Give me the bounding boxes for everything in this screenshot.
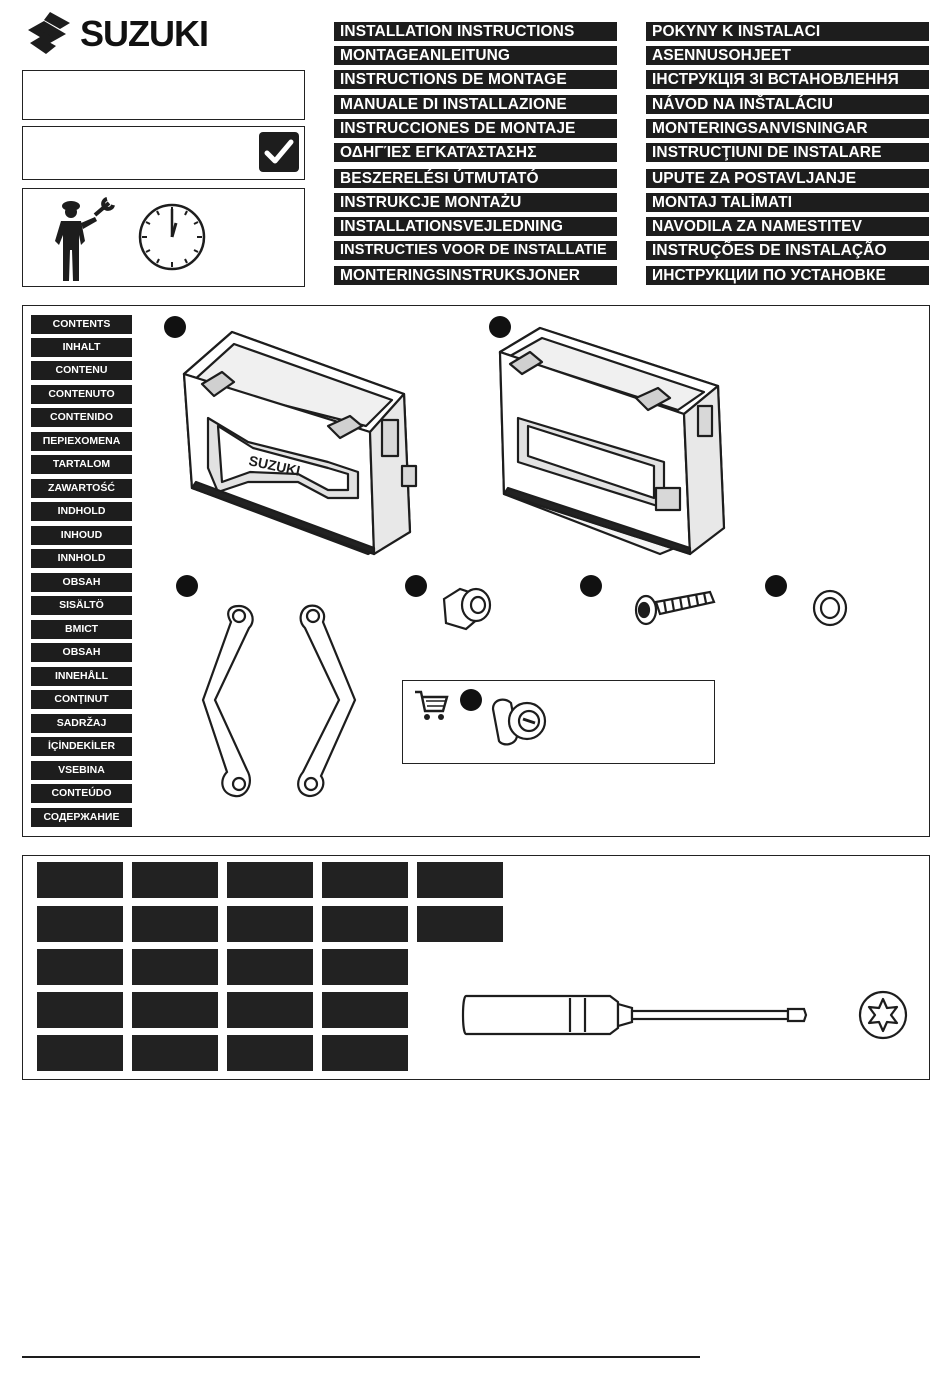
tool-cell (132, 906, 218, 942)
tool-cell (37, 906, 123, 942)
contents-label: SISÄLTÖ (31, 596, 132, 615)
contents-label: CONTENUTO (31, 385, 132, 404)
contents-label: CONTENTS (31, 315, 132, 334)
shopping-cart-icon (415, 690, 449, 720)
title-hr: UPUTE ZA POSTAVLJANJE (646, 169, 929, 188)
title-ro: INSTRUCŢIUNI DE INSTALARE (646, 143, 929, 162)
title-da: INSTALLATIONSVEJLEDNING (334, 217, 617, 236)
title-sl: NAVODILA ZA NAMESTITEV (646, 217, 929, 236)
tool-cell (37, 1035, 123, 1071)
title-hu: BESZERELÉSI ÚTMUTATÓ (334, 169, 617, 188)
contents-label: INDHOLD (31, 502, 132, 521)
contents-label: INHALT (31, 338, 132, 357)
tool-cell (322, 862, 408, 898)
right-side-case (498, 326, 726, 556)
torx-screwdriver-icon (461, 994, 808, 1036)
compatibility-box (22, 126, 305, 180)
tool-cell (227, 949, 313, 985)
title-ru: ИНСТРУКЦИИ ПО УСТАНОВКЕ (646, 266, 929, 285)
title-es: INSTRUCCIONES DE MONTAJE (334, 119, 617, 138)
item-badge (176, 575, 198, 597)
title-uk: ІНСТРУКЦІЯ ЗІ ВСТАНОВЛЕННЯ (646, 70, 929, 89)
tool-cell (322, 992, 408, 1028)
contents-label: CONTEÚDO (31, 784, 132, 803)
contents-label: CONŢINUT (31, 690, 132, 709)
contents-label: CONTENU (31, 361, 132, 380)
title-de: MONTAGEANLEITUNG (334, 46, 617, 65)
contents-label: VSEBINA (31, 761, 132, 780)
tool-cell (322, 906, 408, 942)
tool-cell (322, 1035, 408, 1071)
item-badge (164, 316, 186, 338)
title-el: ΟΔΗΓΊΕΣ ΕΓΚΑΤΆΣΤΑΣΗΣ (334, 143, 617, 162)
item-badge (765, 575, 787, 597)
tool-cell (132, 862, 218, 898)
washer (812, 589, 848, 627)
suzuki-logo: SUZUKI (20, 10, 265, 55)
contents-label: OBSAH (31, 573, 132, 592)
title-tr: MONTAJ TALİMATI (646, 193, 929, 212)
tool-cell (132, 992, 218, 1028)
flange-nut (442, 587, 492, 631)
lock-cylinder (491, 698, 547, 746)
tool-cell (37, 862, 123, 898)
tool-cell (227, 862, 313, 898)
title-sk: NÁVOD NA INŠTALÁCIU (646, 95, 929, 114)
tool-cell (132, 949, 218, 985)
contents-label: CONTENIDO (31, 408, 132, 427)
tool-cell (227, 906, 313, 942)
part-number-box (22, 70, 305, 120)
contents-label: SADRŽAJ (31, 714, 132, 733)
title-pt: INSTRUÇÕES DE INSTALAÇÃO (646, 241, 929, 260)
item-badge (405, 575, 427, 597)
item-badge (489, 316, 511, 338)
item-badge (580, 575, 602, 597)
tool-cell (227, 992, 313, 1028)
title-sv: MONTERINGSANVISNINGAR (646, 119, 929, 138)
title-en: INSTALLATION INSTRUCTIONS (334, 22, 617, 41)
mounting-brackets (201, 604, 357, 798)
optional-accessory-box (402, 680, 715, 764)
contents-label: OBSAH (31, 643, 132, 662)
title-it: MANUALE DI INSTALLAZIONE (334, 95, 617, 114)
contents-label: INHOUD (31, 526, 132, 545)
checkmark-icon (259, 132, 299, 172)
contents-label: INNEHÅLL (31, 667, 132, 686)
contents-label: INNHOLD (31, 549, 132, 568)
contents-label: ZAWARTOŚĆ (31, 479, 132, 498)
screw (634, 590, 716, 626)
item-badge (460, 689, 482, 711)
tool-cell (37, 992, 123, 1028)
suzuki-s-logo-icon (28, 12, 70, 54)
tool-cell (417, 862, 503, 898)
contents-label: İÇİNDEKİLER (31, 737, 132, 756)
time-skill-box (22, 188, 305, 287)
tool-cell (417, 906, 503, 942)
torx-bit-icon (858, 990, 908, 1040)
tool-cell (322, 949, 408, 985)
title-no: MONTERINGSINSTRUKSJONER (334, 266, 617, 285)
title-cs: POKYNY K INSTALACI (646, 22, 929, 41)
contents-label: СОДЕРЖАНИЕ (31, 808, 132, 827)
mechanic-icon (55, 197, 115, 281)
contents-label: ΠΕΡΙΕΧΟΜΕΝΑ (31, 432, 132, 451)
left-side-case: SUZUKI (182, 330, 418, 556)
title-pl: INSTRUKCJE MONTAŻU (334, 193, 617, 212)
footer-rule (22, 1356, 700, 1358)
title-nl: INSTRUCTIES VOOR DE INSTALLATIE (334, 241, 617, 260)
contents-label: TARTALOM (31, 455, 132, 474)
tool-cell (227, 1035, 313, 1071)
title-fi: ASENNUSOHJEET (646, 46, 929, 65)
tool-cell (37, 949, 123, 985)
title-fr: INSTRUCTIONS DE MONTAGE (334, 70, 617, 89)
brand-name: SUZUKI (80, 13, 209, 54)
contents-label: ВМІСТ (31, 620, 132, 639)
tool-cell (132, 1035, 218, 1071)
clock-icon (138, 203, 206, 271)
